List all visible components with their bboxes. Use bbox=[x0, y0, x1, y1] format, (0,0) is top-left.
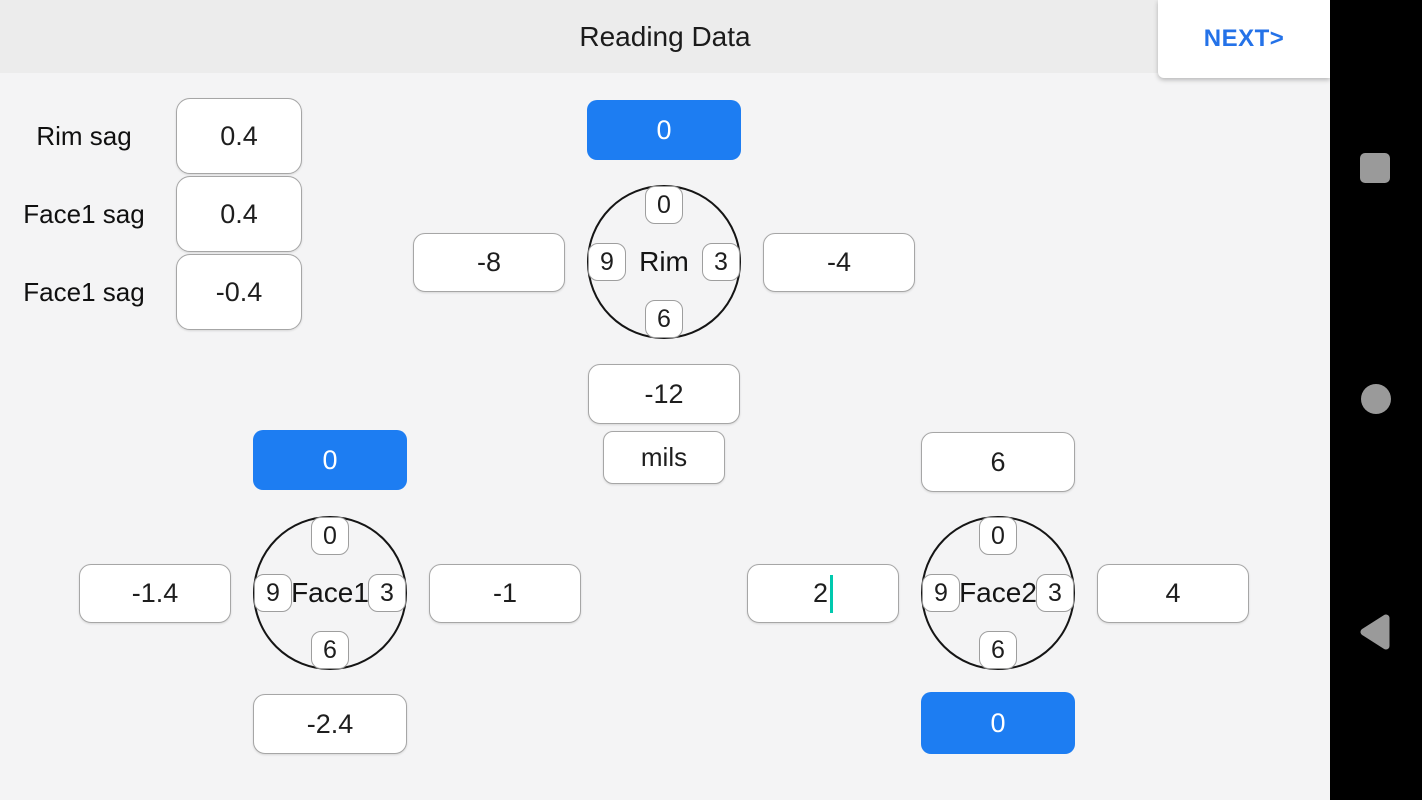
rim-pos-0-badge: 0 bbox=[645, 186, 683, 224]
rim-sag-field[interactable]: 0.4 bbox=[176, 98, 302, 174]
rim-pos-9-badge: 9 bbox=[588, 243, 626, 281]
face1-reading-left-field[interactable]: -1.4 bbox=[79, 564, 231, 623]
face2-sag-field[interactable]: -0.4 bbox=[176, 254, 302, 330]
back-icon[interactable] bbox=[1355, 610, 1397, 659]
rim-sag-label: Rim sag bbox=[36, 120, 132, 151]
rim-dial-label: Rim bbox=[639, 246, 689, 277]
text-cursor bbox=[830, 574, 834, 613]
rim-pos-6-badge: 6 bbox=[645, 300, 683, 338]
face1-pos-0-badge: 0 bbox=[311, 517, 349, 555]
home-icon[interactable] bbox=[1361, 384, 1391, 414]
face1-pos-3-badge: 3 bbox=[368, 574, 406, 612]
face2-reading-left-value: 2 bbox=[812, 578, 829, 608]
face2-dial-label: Face2 bbox=[959, 577, 1037, 608]
face1-reading-right-field[interactable]: -1 bbox=[429, 564, 581, 623]
face2-reading-top-field[interactable]: 6 bbox=[921, 432, 1075, 492]
face1-pos-9-badge: 9 bbox=[254, 574, 292, 612]
face1-sag-label: Face1 sag bbox=[23, 198, 145, 229]
face2-pos-6-badge: 6 bbox=[979, 631, 1017, 669]
top-bar bbox=[0, 0, 1330, 73]
rim-reading-left-field[interactable]: -8 bbox=[413, 233, 565, 292]
next-button[interactable]: NEXT> bbox=[1158, 0, 1330, 78]
units-box[interactable]: mils bbox=[603, 431, 725, 484]
face1-sag-field[interactable]: 0.4 bbox=[176, 176, 302, 252]
rim-reading-right-field[interactable]: -4 bbox=[763, 233, 915, 292]
face2-pos-9-badge: 9 bbox=[922, 574, 960, 612]
face2-sag-label: Face1 sag bbox=[23, 276, 145, 307]
face1-reading-bottom-field[interactable]: -2.4 bbox=[253, 694, 407, 754]
face1-reading-top-button[interactable]: 0 bbox=[253, 430, 407, 490]
face1-pos-6-badge: 6 bbox=[311, 631, 349, 669]
face2-reading-left-field[interactable]: 2 bbox=[747, 564, 899, 623]
rim-reading-top-button[interactable]: 0 bbox=[587, 100, 741, 160]
rim-reading-bottom-field[interactable]: -12 bbox=[588, 364, 740, 424]
page-title: Reading Data bbox=[579, 21, 751, 52]
face2-reading-right-field[interactable]: 4 bbox=[1097, 564, 1249, 623]
face1-dial-label: Face1 bbox=[291, 577, 369, 608]
face2-pos-3-badge: 3 bbox=[1036, 574, 1074, 612]
face2-pos-0-badge: 0 bbox=[979, 517, 1017, 555]
next-button-label: NEXT> bbox=[1203, 25, 1285, 52]
face2-reading-bottom-button[interactable]: 0 bbox=[921, 692, 1075, 754]
recents-icon[interactable] bbox=[1360, 153, 1390, 183]
rim-pos-3-badge: 3 bbox=[702, 243, 740, 281]
